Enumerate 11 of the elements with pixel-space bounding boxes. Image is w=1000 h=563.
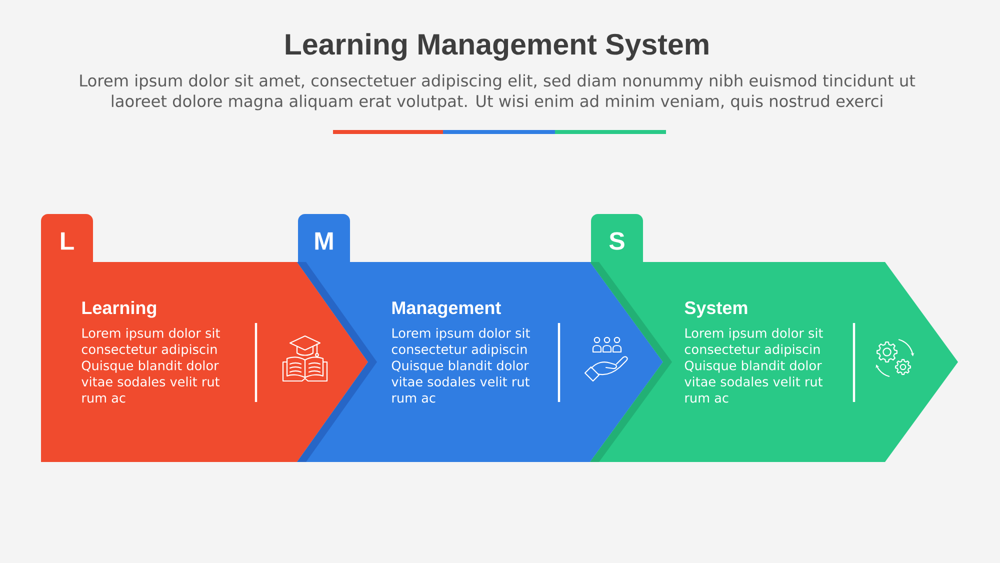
heading: Management: [392, 302, 501, 318]
body-text: Lorem ipsum dolor sit consectetur adipiscin Quisque blandit dolor vitae sodales velit rut rum ac: [684, 328, 823, 403]
body-text: Lorem ipsum dolor sit consectetur adipiscin Quisque blandit dolor vitae sodales velit rut rum ac: [392, 328, 530, 403]
letter-tab: M: [298, 214, 350, 262]
heading: System: [684, 301, 748, 318]
title: Learning Management System: [286, 33, 708, 61]
heading: Learning: [82, 300, 156, 318]
letter-tab: S: [591, 214, 643, 262]
body-text: Lorem ipsum dolor sit consectetur adipiscin Quisque blandit dolor vitae sodales velit rut rum ac: [82, 328, 220, 403]
subtitle: Lorem ipsum dolor sit amet, consectetuer adipiscing elit, sed diam nonummy nibh euismod tincidunt ut laoreet dolore magna aliquam erat volutpat. Ut wisi enim ad minim veniam, quis nostrud exerci: [80, 74, 916, 110]
letter-tab: L: [41, 214, 93, 262]
